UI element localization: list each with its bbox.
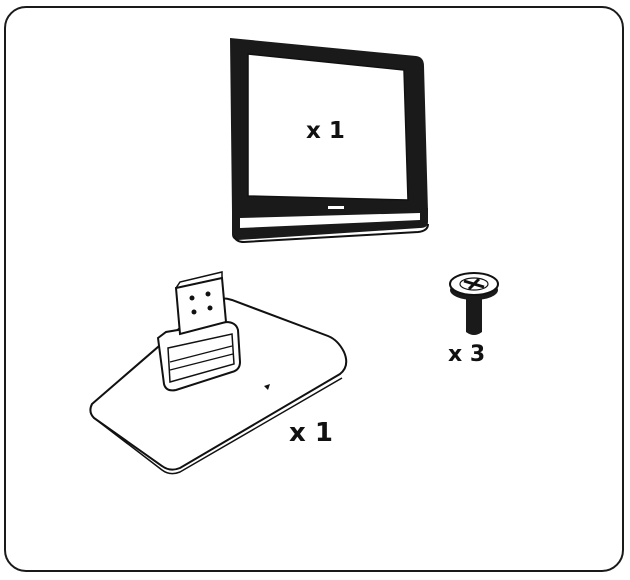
stand-quantity-label: x 1 <box>289 418 333 448</box>
tv-quantity-label: x 1 <box>306 118 345 144</box>
stand-illustration <box>89 271 348 475</box>
tv-illustration <box>230 38 429 244</box>
screw-illustration <box>449 272 499 335</box>
screw-quantity-label: x 3 <box>448 342 486 367</box>
